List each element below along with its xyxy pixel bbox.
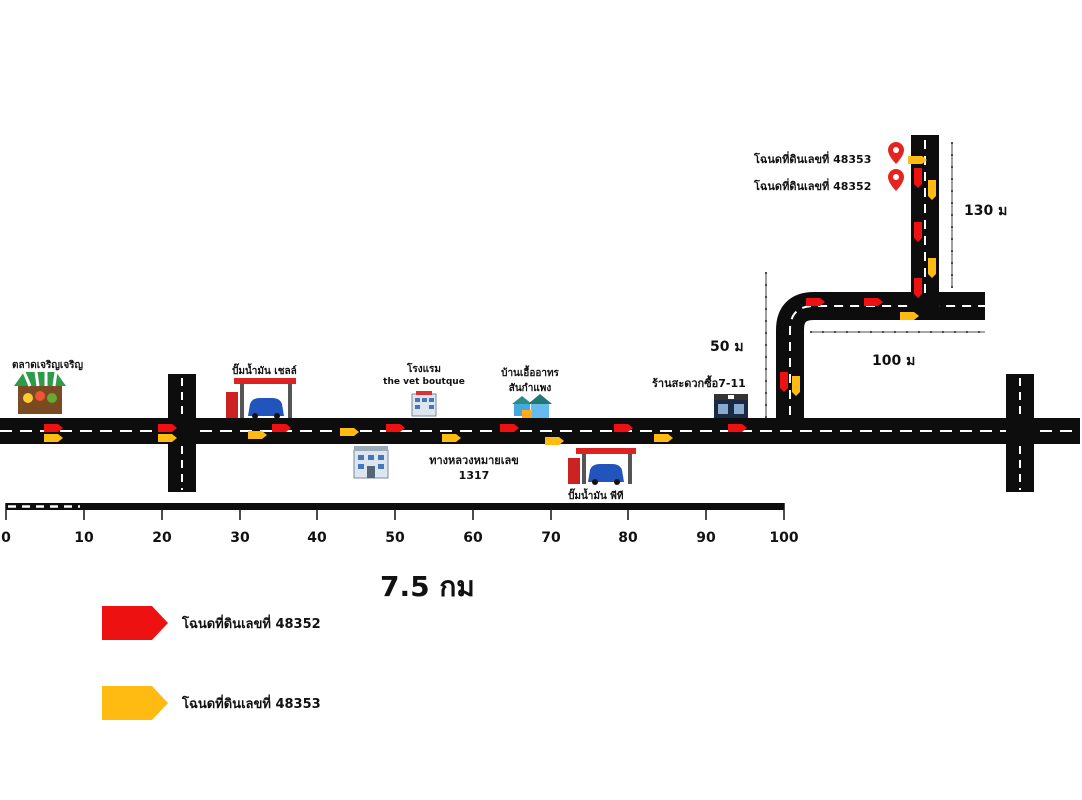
scale-tick-label: 30: [230, 530, 250, 546]
distance-50m: 50 ม: [710, 339, 744, 355]
building-icon: [353, 446, 389, 479]
legend-arrow-yellow-icon: [102, 686, 168, 720]
housing-label-line1: บ้านเอื้ออาทร: [501, 368, 559, 379]
market-stall-icon: [14, 371, 66, 414]
housing-label-line2: สันกำแพง: [508, 383, 552, 394]
scale-total-label: 7.5 กม: [380, 570, 475, 603]
pin-icon: [888, 169, 904, 191]
market-label: ตลาดเจริญเจริญ: [12, 360, 84, 371]
seven-eleven-label: ร้านสะดวกซื้อ7-11: [652, 377, 746, 390]
highway-label-line1: ทางหลวงหมายเลข: [429, 454, 519, 467]
pin-label-48352: โฉนดที่ดินเลขที่ 48352: [754, 180, 872, 193]
hotel-icon: [411, 391, 437, 417]
hotel-label: โรงแรม the vet boutque: [383, 362, 465, 387]
highway-label-line2: 1317: [458, 469, 490, 482]
convenience-store-icon: [714, 394, 748, 418]
scale-tick-label: 10: [74, 530, 94, 546]
route-markers-red: [44, 168, 922, 432]
legend-item-48353: โฉนดที่ดินเลขที่ 48353: [102, 686, 321, 720]
legend-label: โฉนดที่ดินเลขที่ 48352: [182, 616, 321, 632]
houses-icon: [512, 394, 552, 418]
scale-tick-label: 50: [385, 530, 405, 546]
pin-icon: [888, 142, 904, 164]
legend-item-48352: โฉนดที่ดินเลขที่ 48352: [102, 606, 321, 640]
highway-label: ทางหลวงหมายเลข 1317: [429, 451, 518, 482]
distance-130m: 130 ม: [964, 203, 1008, 219]
distance-100m: 100 ม: [872, 353, 916, 369]
scale-tick-label: 60: [463, 530, 483, 546]
scale-tick-label: 70: [541, 530, 561, 546]
hotel-label-line2: the vet boutque: [383, 377, 465, 387]
legend-label: โฉนดที่ดินเลขที่ 48353: [182, 696, 321, 712]
housing-label: บ้านเอื้ออาทร สันกำแพง: [501, 366, 559, 396]
pin-label-48353: โฉนดที่ดินเลขที่ 48353: [754, 153, 872, 166]
legend-arrow-red-icon: [102, 606, 168, 640]
scale-tick-label: 20: [152, 530, 172, 546]
scale-tick-label: 90: [696, 530, 716, 546]
scale-tick-label: 80: [618, 530, 638, 546]
hotel-label-line1: โรงแรม: [406, 364, 442, 375]
scale-tick-label: 40: [307, 530, 327, 546]
route-markers-yellow: [44, 156, 936, 445]
gas-station-icon: [226, 378, 296, 419]
scale-ticks: [5, 503, 785, 520]
shell-station-label: ปั๊มน้ำมัน เชลล์: [232, 366, 297, 377]
ptt-station-label: ปั๊มน้ำมัน พีที: [568, 491, 624, 502]
scale-tick-label: 100: [769, 530, 799, 546]
scale-tick-label: 0: [1, 530, 11, 546]
gas-station-icon: [568, 448, 636, 485]
